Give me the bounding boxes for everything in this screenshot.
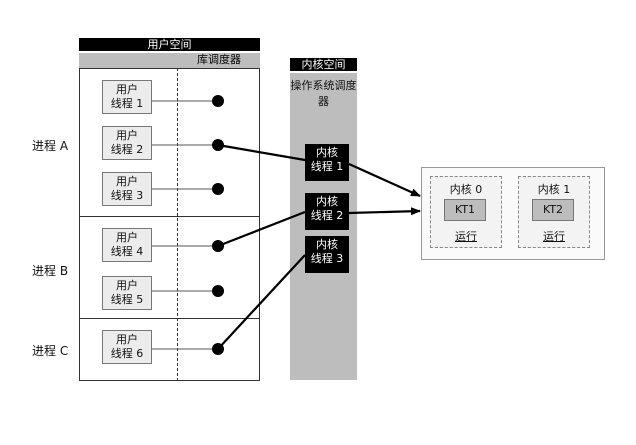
user-thread-line2: 线程 4: [110, 245, 144, 258]
thread-dot-lines: [152, 100, 218, 350]
user-thread-line1: 用户: [116, 333, 138, 346]
user-thread-line2: 线程 1: [110, 97, 144, 110]
user-thread-3: 用户 线程 3: [102, 172, 152, 206]
user-thread-line1: 用户: [116, 175, 138, 188]
core-title: 内核 1: [537, 183, 571, 196]
scheduler-dot: [212, 95, 224, 107]
user-thread-4: 用户 线程 4: [102, 228, 152, 262]
mapping-lines: [217, 143, 306, 350]
mapping-line-4-kt2: [217, 210, 306, 248]
kernel-thread-line1: 内核: [316, 146, 338, 159]
kernel-thread-line2: 线程 1: [310, 160, 344, 173]
kernel-thread-line1: 内核: [316, 195, 338, 208]
process-divider-ab: [79, 216, 260, 217]
user-thread-line1: 用户: [116, 129, 138, 142]
core-status: 运行: [455, 230, 477, 243]
user-space-panel: [79, 68, 260, 381]
kernel-thread-line2: 线程 2: [310, 209, 344, 222]
user-thread-2: 用户 线程 2: [102, 126, 152, 160]
scheduler-dot: [212, 285, 224, 297]
mapping-line-2-kt1: [217, 143, 306, 162]
process-label-b: 进程 B: [32, 264, 69, 278]
user-thread-6: 用户 线程 6: [102, 330, 152, 364]
kernel-thread-3: 内核 线程 3: [305, 236, 349, 273]
user-thread-1: 用户 线程 1: [102, 80, 152, 114]
kernel-space-header: 内核空间: [290, 58, 357, 71]
process-label-a: 进程 A: [32, 139, 69, 153]
user-space-header: 用户空间: [79, 38, 260, 51]
kernel-thread-line1: 内核: [316, 238, 338, 251]
library-scheduler-label: 库调度器: [197, 53, 241, 66]
core-thread-slot: KT1: [444, 199, 486, 221]
kernel-thread-2: 内核 线程 2: [305, 193, 349, 230]
user-space-dashed-divider: [177, 68, 178, 381]
arrow-kt1-cpu: [348, 162, 421, 198]
user-thread-line2: 线程 2: [110, 143, 144, 156]
user-thread-5: 用户 线程 5: [102, 276, 152, 310]
mapping-line-6-kt3: [217, 254, 306, 350]
kernel-thread-line2: 线程 3: [310, 252, 344, 265]
user-thread-line1: 用户: [116, 279, 138, 292]
core-thread-slot: KT2: [532, 199, 574, 221]
user-thread-line2: 线程 5: [110, 293, 144, 306]
kernel-thread-1: 内核 线程 1: [305, 144, 349, 181]
user-thread-line1: 用户: [116, 83, 138, 96]
user-thread-line2: 线程 3: [110, 189, 144, 202]
core-status: 运行: [543, 230, 565, 243]
cpu-core-1: 内核 1 KT2 运行: [518, 176, 590, 248]
arrow-kt2-cpu: [348, 207, 421, 216]
cpu-arrows: [348, 162, 421, 216]
user-thread-line1: 用户: [116, 231, 138, 244]
process-divider-bc: [79, 318, 260, 319]
cpu-core-0: 内核 0 KT1 运行: [430, 176, 502, 248]
process-label-c: 进程 C: [32, 344, 69, 358]
scheduler-dots: [212, 95, 224, 355]
user-thread-line2: 线程 6: [110, 347, 144, 360]
os-scheduler-label: 操作系统调度器: [290, 79, 357, 108]
library-scheduler-bar: 库调度器: [79, 53, 260, 68]
core-title: 内核 0: [449, 183, 483, 196]
scheduler-dot: [212, 183, 224, 195]
